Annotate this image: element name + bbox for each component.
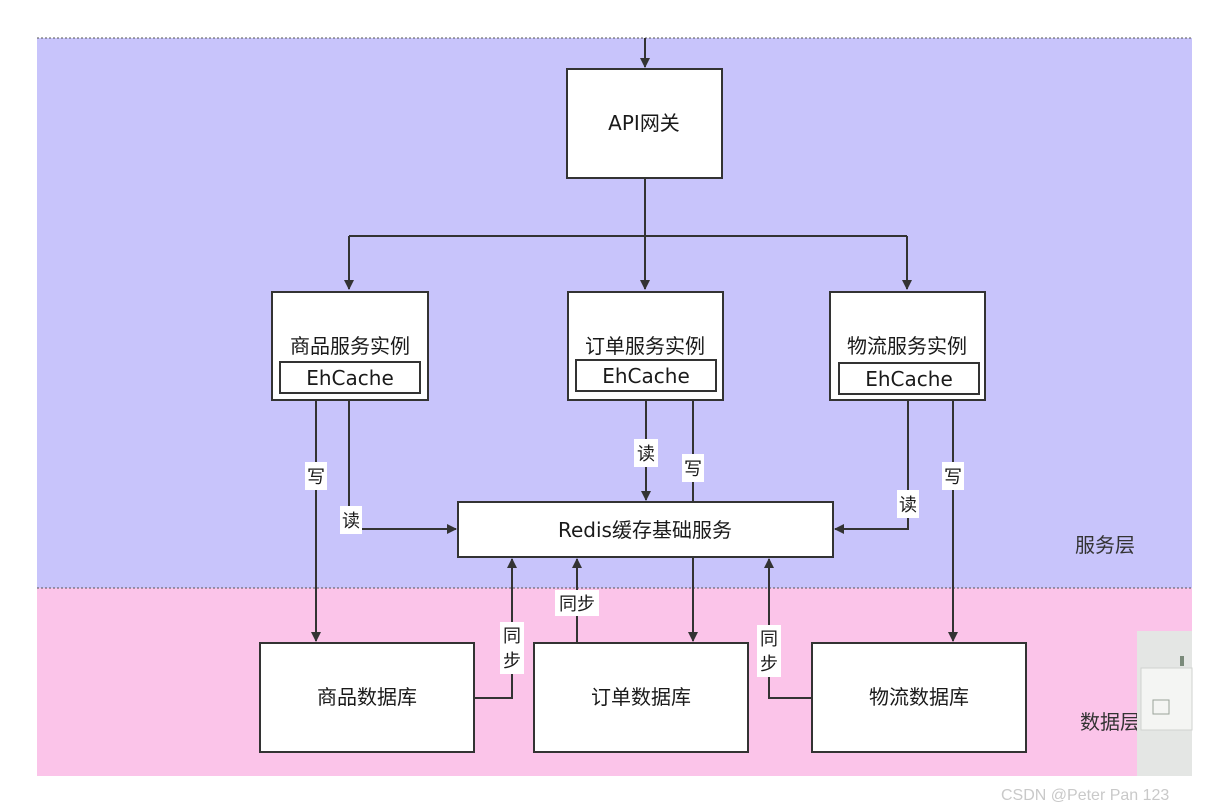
edge-product-db-sync [474,558,517,699]
label-order-read: 读 [637,444,655,465]
label-logistics-sync-2: 步 [760,654,778,675]
label-order-sync: 同步 [559,594,595,615]
edge-logistics-read-redis [834,400,909,534]
logistics-db-label: 物流数据库 [869,685,969,709]
watermark: CSDN @Peter Pan 123 [1001,787,1169,804]
product-db-box [259,642,475,753]
logistics-service-label: 物流服务实例 [847,334,967,358]
order-ehcache-box [575,359,717,392]
label-order-write: 写 [684,459,702,480]
logistics-ehcache-box [838,362,980,395]
label-logistics-read: 读 [899,495,917,516]
gateway-label: API网关 [608,111,680,135]
label-logistics-write: 写 [944,467,962,488]
label-product-sync-1: 同 [503,626,521,647]
product-service-label: 商品服务实例 [290,334,410,358]
logistics-db-box [811,642,1027,753]
product-ehcache-box [279,361,421,394]
order-db-label: 订单数据库 [591,685,691,709]
label-product-read: 读 [342,511,360,532]
data-layer-label: 数据层 [1080,710,1140,734]
product-ehcache-label: EhCache [306,366,394,390]
edge-logistics-db-sync [764,558,812,699]
thumbnail-preview [1137,631,1193,776]
label-logistics-sync-1: 同 [760,629,778,650]
order-db-box [533,642,749,753]
service-layer-label: 服务层 [1075,533,1135,557]
order-ehcache-label: EhCache [602,364,690,388]
redis-box [457,501,834,558]
product-db-label: 商品数据库 [317,685,417,709]
order-service-label: 订单服务实例 [585,334,705,358]
label-product-write: 写 [307,467,325,488]
label-product-sync-2: 步 [503,651,521,672]
redis-label: Redis缓存基础服务 [558,518,732,542]
logistics-ehcache-label: EhCache [865,367,953,391]
